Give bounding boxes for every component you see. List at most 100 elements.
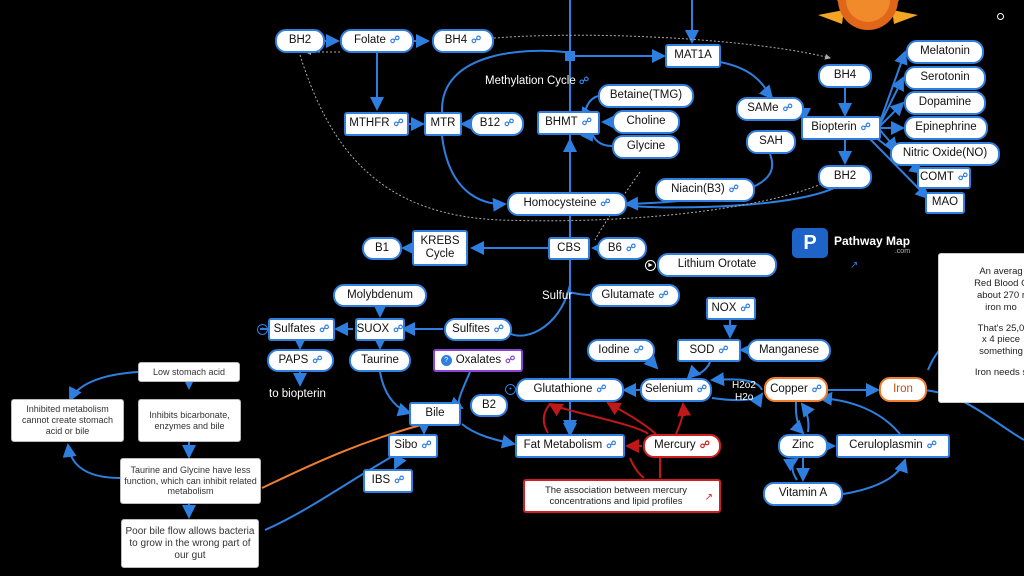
node-copper[interactable]: Copper☍: [764, 377, 828, 402]
node-sod[interactable]: SOD☍: [677, 339, 741, 362]
share-icon[interactable]: ☍: [389, 35, 401, 46]
node-lithium-orotate[interactable]: Lithium Orotate: [657, 253, 777, 277]
node-melatonin[interactable]: Melatonin: [906, 40, 984, 64]
node-label: Sulfites: [452, 322, 490, 335]
sulfur-label: Sulfur: [542, 290, 573, 302]
node-bh2-right[interactable]: BH2: [818, 165, 872, 189]
share-icon[interactable]: ☍: [718, 344, 729, 356]
node-choline[interactable]: Choline: [612, 110, 680, 134]
node-iron[interactable]: Iron: [879, 377, 927, 402]
node-ibs[interactable]: IBS☍: [363, 469, 413, 493]
node-bh2-top[interactable]: BH2: [275, 29, 325, 53]
node-zinc[interactable]: Zinc: [778, 434, 828, 458]
node-molybdenum[interactable]: Molybdenum: [333, 284, 427, 307]
node-mao[interactable]: MAO: [925, 192, 965, 214]
node-mat1a[interactable]: MAT1A: [665, 44, 721, 68]
share-icon[interactable]: ☍: [421, 440, 432, 451]
node-epinephrine[interactable]: Epinephrine: [904, 116, 988, 140]
node-nitric-oxide[interactable]: Nitric Oxide(NO): [890, 142, 1000, 166]
node-label: SUOX: [356, 322, 390, 335]
node-b1[interactable]: B1: [362, 237, 402, 260]
node-sah[interactable]: SAH: [746, 130, 796, 154]
node-sulfates[interactable]: Sulfates☍: [268, 318, 335, 341]
node-sibo[interactable]: Sibo☍: [388, 434, 438, 458]
node-homocysteine[interactable]: Homocysteine☍: [507, 192, 627, 216]
note-taurine-glycine: Taurine and Glycine have less function, …: [120, 458, 261, 504]
node-suox[interactable]: SUOX☍: [355, 318, 405, 341]
share-icon[interactable]: ☍: [696, 384, 708, 395]
external-link-icon[interactable]: ↗: [850, 260, 859, 271]
node-label: Sulfates: [273, 322, 316, 335]
share-icon[interactable]: ☍: [393, 323, 404, 335]
node-mercury[interactable]: Mercury☍: [643, 434, 721, 458]
node-manganese[interactable]: Manganese: [747, 339, 831, 362]
share-icon[interactable]: ☍: [633, 344, 644, 356]
share-icon[interactable]: ☍: [658, 289, 669, 301]
node-niacin[interactable]: Niacin(B3)☍: [655, 178, 755, 202]
share-icon[interactable]: ☍: [600, 198, 611, 209]
node-paps[interactable]: PAPS☍: [267, 349, 334, 372]
node-biopterin[interactable]: Biopterin☍: [801, 116, 881, 140]
share-icon[interactable]: ☍: [699, 440, 710, 451]
share-icon[interactable]: ☍: [312, 354, 323, 366]
share-icon[interactable]: ☍: [957, 172, 968, 183]
node-comt[interactable]: COMT☍: [917, 167, 971, 189]
share-icon[interactable]: ☍: [811, 383, 822, 395]
node-label: Betaine(TMG): [609, 89, 683, 102]
node-mthfr[interactable]: MTHFR☍: [344, 112, 409, 136]
node-krebs[interactable]: KREBS Cycle: [412, 230, 468, 266]
node-ceruloplasmin[interactable]: Ceruloplasmin☍: [836, 434, 950, 458]
node-cbs[interactable]: CBS: [548, 237, 590, 260]
node-bhmt[interactable]: BHMT☍: [537, 111, 600, 135]
share-icon[interactable]: ☍: [740, 302, 751, 314]
node-vitamin-a[interactable]: Vitamin A: [763, 482, 843, 506]
play-icon[interactable]: ►: [645, 260, 656, 271]
share-icon[interactable]: ☍: [860, 122, 871, 133]
share-icon[interactable]: ☍: [394, 475, 405, 486]
share-icon[interactable]: ☍: [728, 184, 739, 195]
node-iodine[interactable]: Iodine☍: [587, 339, 655, 362]
share-icon[interactable]: ☍: [782, 103, 793, 114]
node-bile[interactable]: Bile: [409, 402, 461, 426]
node-folate[interactable]: Folate☍: [340, 29, 414, 53]
share-icon[interactable]: ☍: [319, 323, 330, 335]
node-bh4-right[interactable]: BH4: [818, 64, 872, 88]
node-label: Mercury: [654, 439, 696, 452]
node-dopamine[interactable]: Dopamine: [904, 91, 986, 115]
share-icon[interactable]: ☍: [504, 118, 515, 129]
node-taurine[interactable]: Taurine: [349, 349, 411, 372]
share-icon[interactable]: ☍: [493, 323, 504, 335]
share-icon[interactable]: ☍: [471, 35, 482, 46]
node-glutathione[interactable]: Glutathione☍: [516, 378, 624, 402]
node-b12[interactable]: B12☍: [470, 112, 524, 136]
node-selenium[interactable]: Selenium☍: [640, 378, 712, 402]
node-same[interactable]: SAMe☍: [736, 97, 804, 121]
node-glycine[interactable]: Glycine: [612, 135, 680, 159]
node-nox[interactable]: NOX☍: [706, 297, 756, 320]
node-betaine[interactable]: Betaine(TMG): [598, 84, 694, 108]
node-b6[interactable]: B6☍: [597, 237, 647, 260]
share-icon[interactable]: ☍: [393, 118, 404, 129]
node-label: IBS: [371, 474, 391, 487]
pathway-map-logo[interactable]: P Pathway Map .com: [792, 228, 910, 258]
node-serotonin[interactable]: Serotonin: [904, 66, 986, 90]
share-icon[interactable]: ☍: [581, 117, 592, 128]
node-mtr[interactable]: MTR: [424, 112, 462, 136]
node-glutamate[interactable]: Glutamate☍: [590, 284, 680, 307]
share-icon[interactable]: ☍: [505, 354, 516, 366]
share-icon[interactable]: ☍: [926, 440, 937, 451]
node-fat-metabolism[interactable]: Fat Metabolism☍: [515, 434, 625, 458]
panel-line: Iron needs s: [974, 367, 1024, 379]
node-oxalates[interactable]: ?Oxalates☍: [433, 349, 523, 372]
share-icon[interactable]: ☍: [578, 76, 590, 87]
share-icon[interactable]: ☍: [606, 440, 617, 451]
external-link-icon[interactable]: ↗: [704, 492, 713, 503]
node-bh4-top[interactable]: BH4☍: [432, 29, 494, 53]
share-icon[interactable]: ☍: [596, 384, 607, 395]
mercury-reference-link[interactable]: The association between mercury concentr…: [523, 479, 721, 513]
node-sulfites[interactable]: Sulfites☍: [444, 318, 512, 341]
logo-sub: .com: [894, 247, 911, 255]
node-b2[interactable]: B2: [470, 394, 508, 417]
share-icon[interactable]: ☍: [625, 242, 637, 254]
